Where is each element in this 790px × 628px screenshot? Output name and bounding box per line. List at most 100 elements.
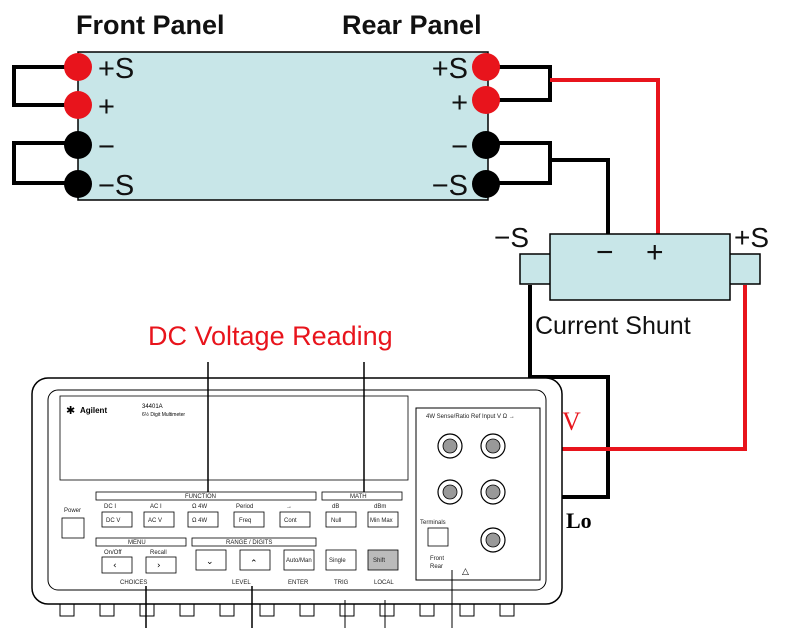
right-arrow-button[interactable] (145, 556, 177, 574)
lo-label: Lo (566, 508, 592, 533)
acv-button[interactable] (143, 511, 175, 528)
label-period: Period (236, 504, 253, 510)
null-button[interactable] (325, 511, 357, 528)
meter-brand: Agilent (80, 406, 107, 415)
choices-label: CHOICES (120, 580, 147, 586)
minmax-button[interactable] (367, 511, 399, 528)
shunt-minus-label: − (596, 236, 614, 269)
left-arrow-icon: ‹ (113, 561, 117, 571)
sense-lo-jack-inner (442, 484, 458, 500)
single-button[interactable] (325, 549, 357, 571)
meter-case (31, 377, 563, 605)
label-ohm2: Ω 4W (192, 504, 207, 510)
terminals-button-label: Terminals (420, 520, 446, 526)
level-label: LEVEL (232, 580, 251, 586)
shunt-left-lug (519, 253, 553, 285)
rear-sense-jumper-negative (486, 141, 552, 185)
down-arrow-icon: ⌄ (206, 557, 214, 567)
current-jack-inner (485, 532, 501, 548)
input-hi-jack-inner (485, 438, 501, 454)
rear-terminal-plus-sense (472, 53, 500, 81)
menu-group-bar (95, 537, 187, 547)
current-shunt-label: Current Shunt (535, 312, 691, 340)
current-shunt-body (549, 233, 731, 301)
function-group-label: FUNCTION (185, 494, 216, 500)
function-group-bar (95, 491, 317, 501)
power-label: Power (64, 508, 81, 514)
dcv-button-label: DC V (106, 518, 120, 524)
power-button[interactable] (61, 517, 85, 539)
front-rear-front: Front (430, 556, 444, 562)
freq-button-label: Freq (239, 518, 251, 524)
up-arrow-button[interactable] (239, 549, 271, 571)
front-terminal-plus (64, 91, 92, 119)
front-terminal-plus-sense (64, 53, 92, 81)
math-group-label: MATH (350, 494, 367, 500)
trig-label: TRIG (334, 580, 349, 586)
shunt-minus-sense-label: −S (494, 222, 529, 253)
rear-panel-title: Rear Panel (342, 10, 482, 40)
meter-feet (59, 604, 515, 617)
supply-panel (77, 51, 489, 201)
label-aci: AC I (150, 504, 162, 510)
front-sense-jumper-positive (12, 65, 78, 107)
range-group-label: RANGE / DIGITS (226, 540, 272, 546)
wire-supply-to-shunt-minus (550, 158, 610, 234)
rear-label-plus-sense: +S (432, 53, 468, 85)
sense-hi-jack-inner (442, 438, 458, 454)
shunt-plus-sense-label: +S (734, 222, 769, 253)
up-arrow-icon: ⌃ (250, 559, 258, 569)
label-dbm: dBm (374, 504, 386, 510)
rear-label-minus-sense: −S (432, 170, 468, 202)
meter-model-desc: 6½ Digit Multimeter (142, 411, 185, 418)
meter-display (59, 395, 409, 481)
front-label-minus: − (98, 131, 115, 163)
label-diode: → (286, 504, 292, 510)
rear-terminal-minus (472, 131, 500, 159)
terminals-button[interactable] (427, 527, 449, 547)
rear-terminal-minus-sense (472, 170, 500, 198)
front-sense-jumper-negative (12, 141, 78, 185)
rear-label-minus: − (451, 131, 468, 163)
meter-model: 34401A (142, 404, 163, 410)
wire-supply-to-shunt-plus (550, 78, 660, 234)
acv-button-label: AC V (148, 518, 162, 524)
label-dci: DC I (104, 504, 116, 510)
dc-voltage-reading-caption: DC Voltage Reading (148, 321, 393, 351)
ohm-button[interactable] (187, 511, 219, 528)
cont-button-label: Cont (284, 518, 297, 524)
left-arrow-button[interactable] (101, 556, 133, 574)
rear-label-plus: + (451, 87, 468, 119)
input-label: Input V Ω → (482, 414, 515, 420)
shunt-plus-label: + (646, 236, 664, 269)
cont-button[interactable] (279, 511, 311, 528)
freq-button[interactable] (233, 511, 265, 528)
auto-button[interactable] (283, 549, 315, 571)
menu-group-label: MENU (128, 540, 146, 546)
v-label: V (562, 407, 581, 436)
null-button-label: Null (331, 518, 341, 524)
down-arrow-button[interactable] (195, 549, 227, 571)
label-db: dB (332, 504, 339, 510)
wire-shunt-to-meter-hi (493, 285, 747, 451)
front-panel-title: Front Panel (76, 10, 225, 40)
recall-label: Recall (150, 550, 167, 556)
rear-sense-jumper-positive (486, 65, 552, 102)
single-button-label: Single (329, 558, 346, 564)
local-label: LOCAL (374, 580, 394, 586)
front-rear-rear: Rear (430, 564, 443, 570)
shift-button[interactable] (367, 549, 399, 571)
front-label-plus-sense: +S (98, 53, 134, 85)
math-group-bar (321, 491, 403, 501)
front-label-minus-sense: −S (98, 170, 134, 202)
minmax-button-label: Min Max (370, 518, 393, 524)
front-terminal-minus-sense (64, 170, 92, 198)
auto-button-label: Auto/Man (286, 558, 312, 564)
onoff-label: On/Off (104, 550, 122, 556)
dcv-button[interactable] (101, 511, 133, 528)
shift-button-label: Shift (373, 558, 385, 564)
range-group-bar (191, 537, 317, 547)
rear-terminal-plus (472, 86, 500, 114)
ohm-button-label: Ω 4W (192, 518, 207, 524)
front-label-plus: + (98, 91, 115, 123)
